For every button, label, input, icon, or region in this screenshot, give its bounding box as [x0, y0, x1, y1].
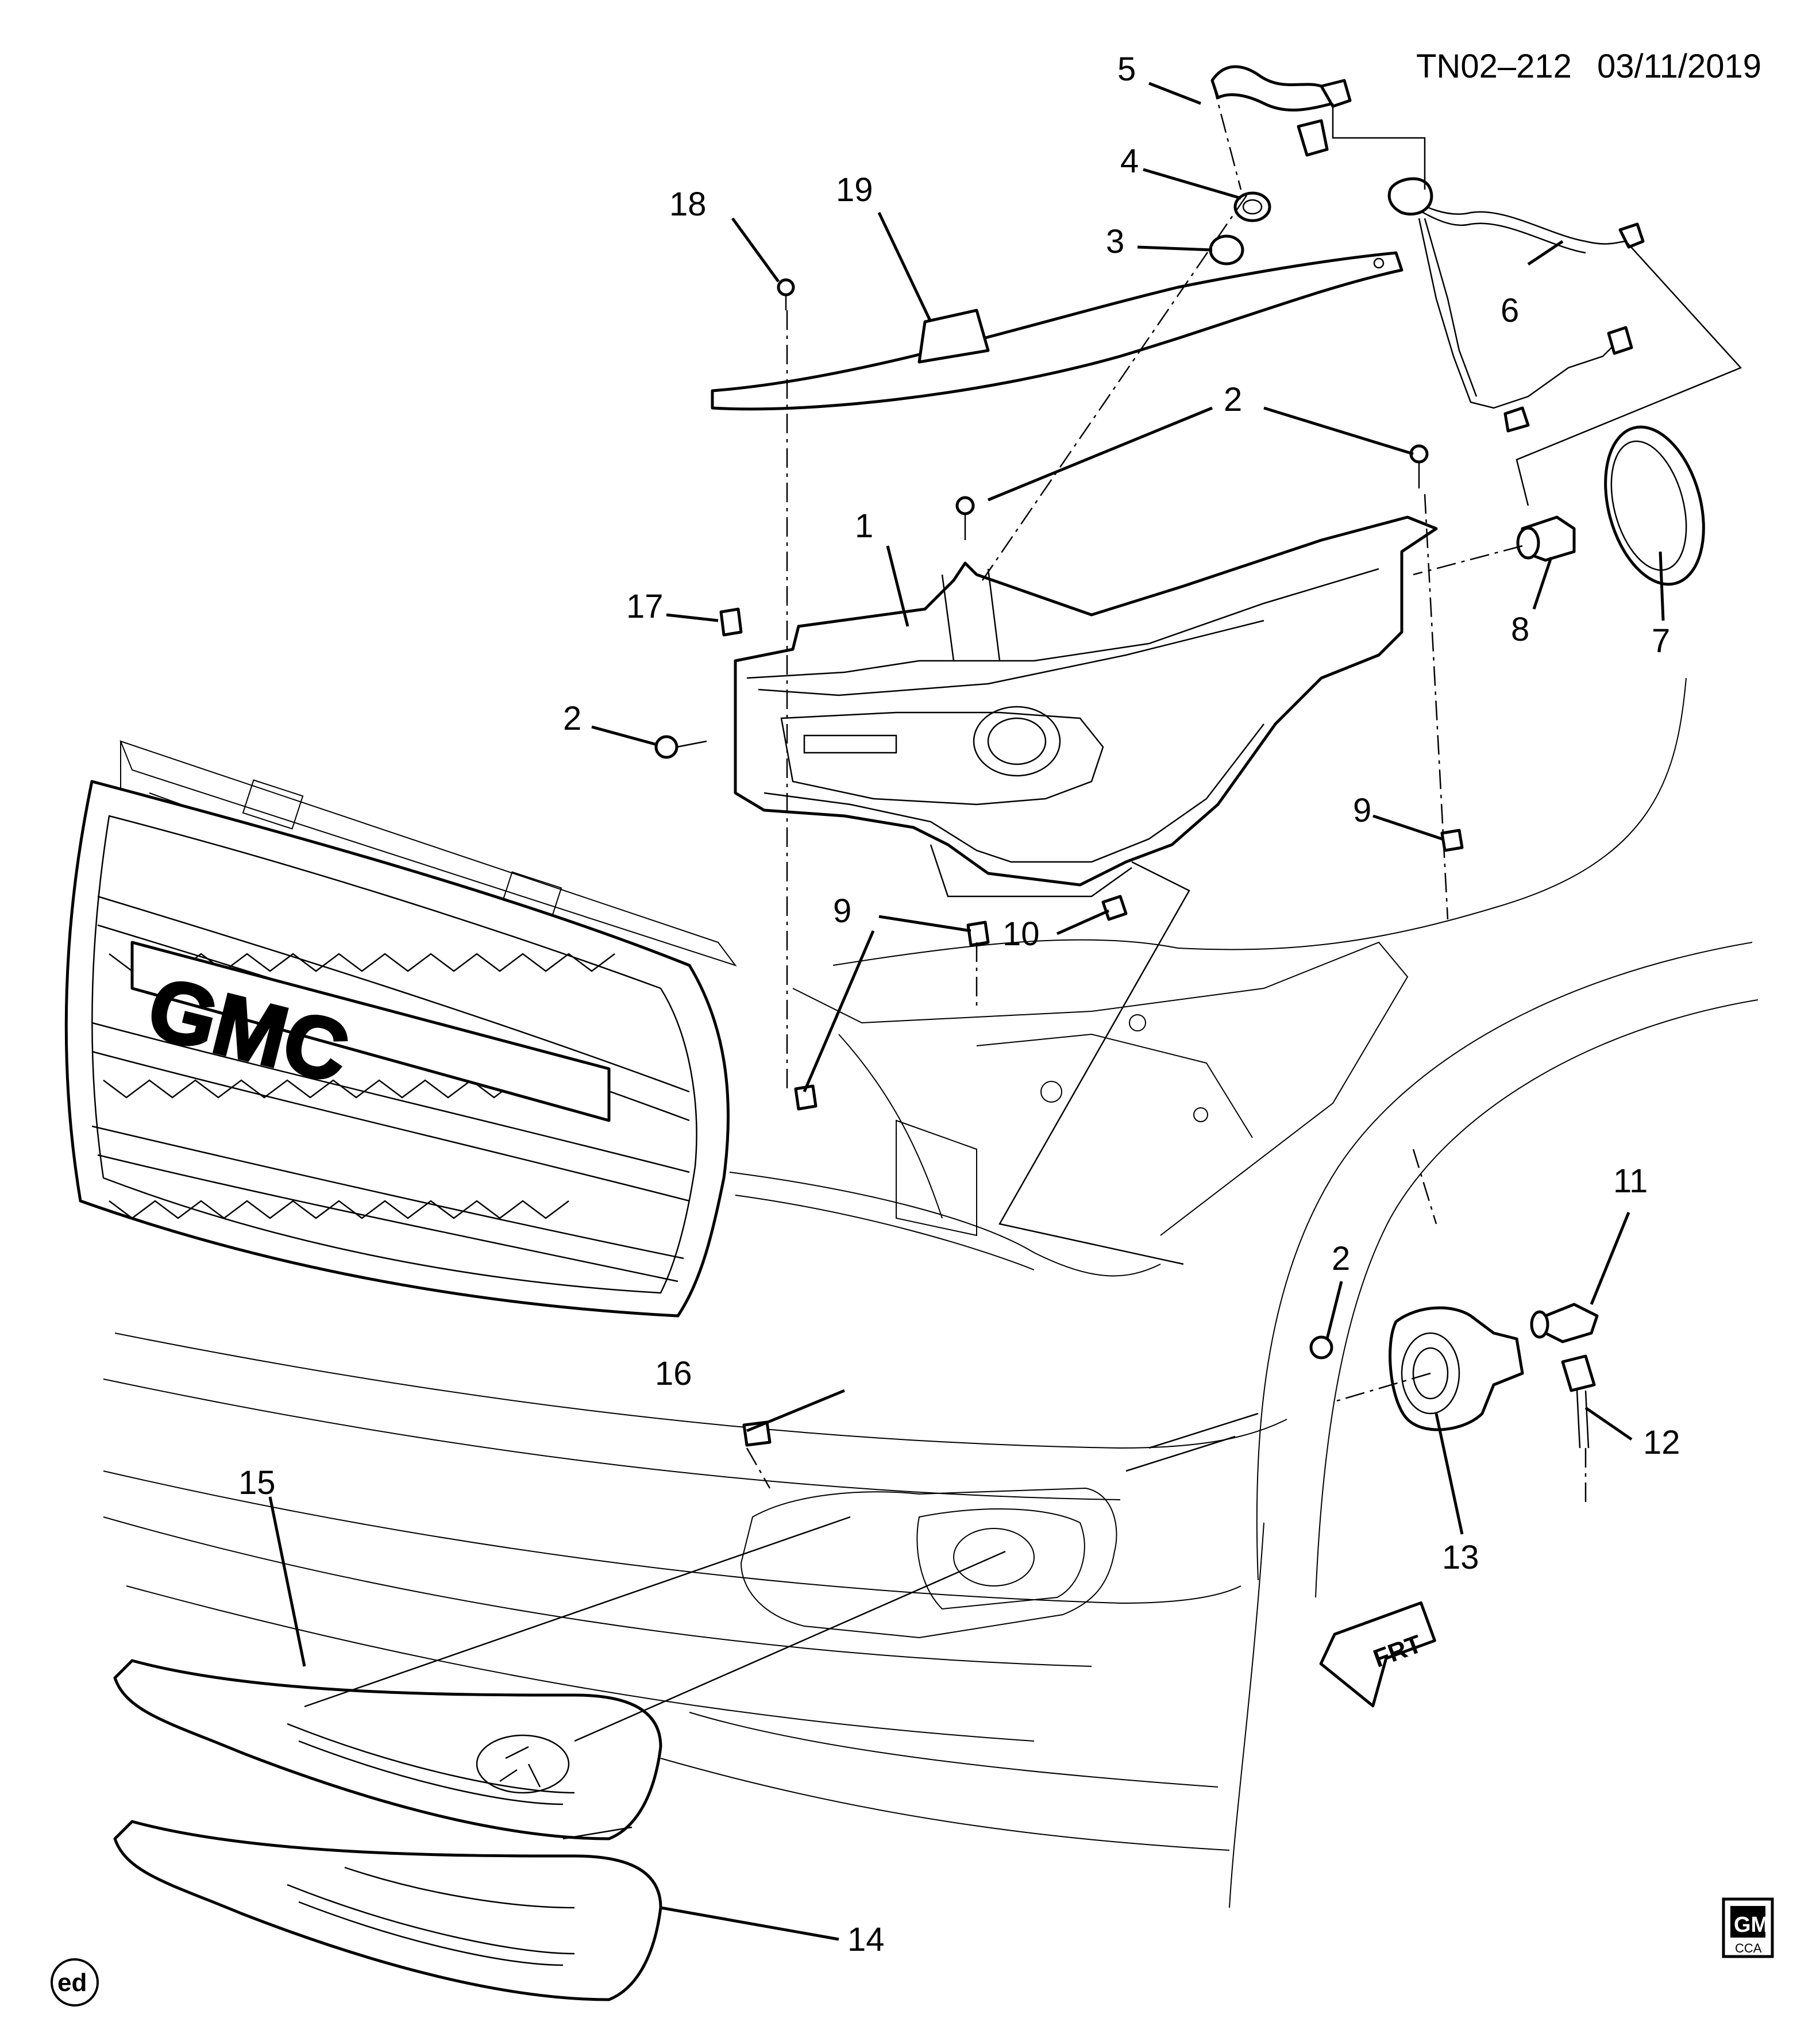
part-12-fog-connector	[1561, 1354, 1596, 1449]
grille: GMC	[64, 780, 730, 1318]
part-2-screw-d	[1309, 1335, 1333, 1360]
callout-2c: 2	[1332, 1240, 1350, 1277]
corner-mark: ed	[51, 1958, 99, 2007]
callout-2b: 2	[563, 700, 581, 737]
part-10-nut	[1101, 895, 1128, 921]
callout-16: 16	[655, 1355, 692, 1392]
callout-6: 6	[1501, 292, 1519, 329]
callout-9a: 9	[1353, 792, 1371, 829]
callout-15: 15	[238, 1464, 276, 1501]
part-9-clip-b	[1440, 829, 1464, 852]
part-18-screw	[777, 278, 795, 310]
callout-9b: 9	[833, 892, 851, 930]
callout-19: 19	[836, 171, 873, 209]
part-19-upper-trim	[711, 251, 1403, 411]
gm-logo: GM CCA	[1722, 1897, 1774, 1958]
callout-3: 3	[1106, 223, 1124, 260]
part-17-nut	[719, 607, 743, 637]
diagram-date: 03/11/2019	[1597, 48, 1761, 85]
part-7-cap	[1604, 425, 1705, 586]
callout-4: 4	[1120, 143, 1139, 180]
gm-logo-top: GM	[1734, 1913, 1769, 1937]
callout-14: 14	[847, 1921, 885, 1958]
alignment-lines	[304, 80, 1742, 1840]
callout-1: 1	[855, 507, 873, 545]
callout-2a: 2	[1224, 381, 1242, 418]
part-8-bulb	[1516, 515, 1576, 562]
gm-logo-bottom: CCA	[1735, 1941, 1762, 1955]
part-11-fog-bulb	[1530, 1303, 1599, 1343]
callout-18: 18	[669, 186, 707, 223]
part-15-fog-bezel	[113, 1659, 662, 1840]
callout-5: 5	[1117, 51, 1136, 88]
callout-8: 8	[1511, 611, 1529, 648]
part-2-screw-b	[1409, 444, 1429, 488]
corner-mark-text: ed	[57, 1969, 87, 1997]
leader-lines	[268, 82, 1665, 1941]
callouts: 5 4 3 6 18 19 2 1 8 7 17 2 9 9 10 11 2 1…	[238, 51, 1680, 1958]
callout-7: 7	[1652, 622, 1670, 660]
callout-12: 12	[1643, 1424, 1680, 1461]
part-3-bulb	[1209, 234, 1244, 265]
part-5-harness-connector	[1210, 65, 1352, 157]
part-2-screw-c	[654, 735, 707, 759]
part-13-fog-lamp	[1389, 1306, 1524, 1431]
grille-badge-text: GMC	[139, 958, 357, 1101]
diagram-doc-id: TN02–212	[1416, 48, 1572, 85]
part-6-harness	[1387, 177, 1645, 433]
frt-direction-arrow: FRT	[1319, 1601, 1436, 1708]
part-2-screw-a	[955, 496, 975, 540]
callout-17: 17	[626, 588, 664, 625]
callout-10: 10	[1002, 915, 1040, 953]
callout-13: 13	[1442, 1539, 1479, 1576]
part-1-headlamp-assembly	[734, 515, 1438, 898]
part-14-fog-bezel-alt	[113, 1820, 662, 2001]
callout-11: 11	[1613, 1162, 1648, 1200]
part-9-clip-a	[966, 921, 990, 947]
